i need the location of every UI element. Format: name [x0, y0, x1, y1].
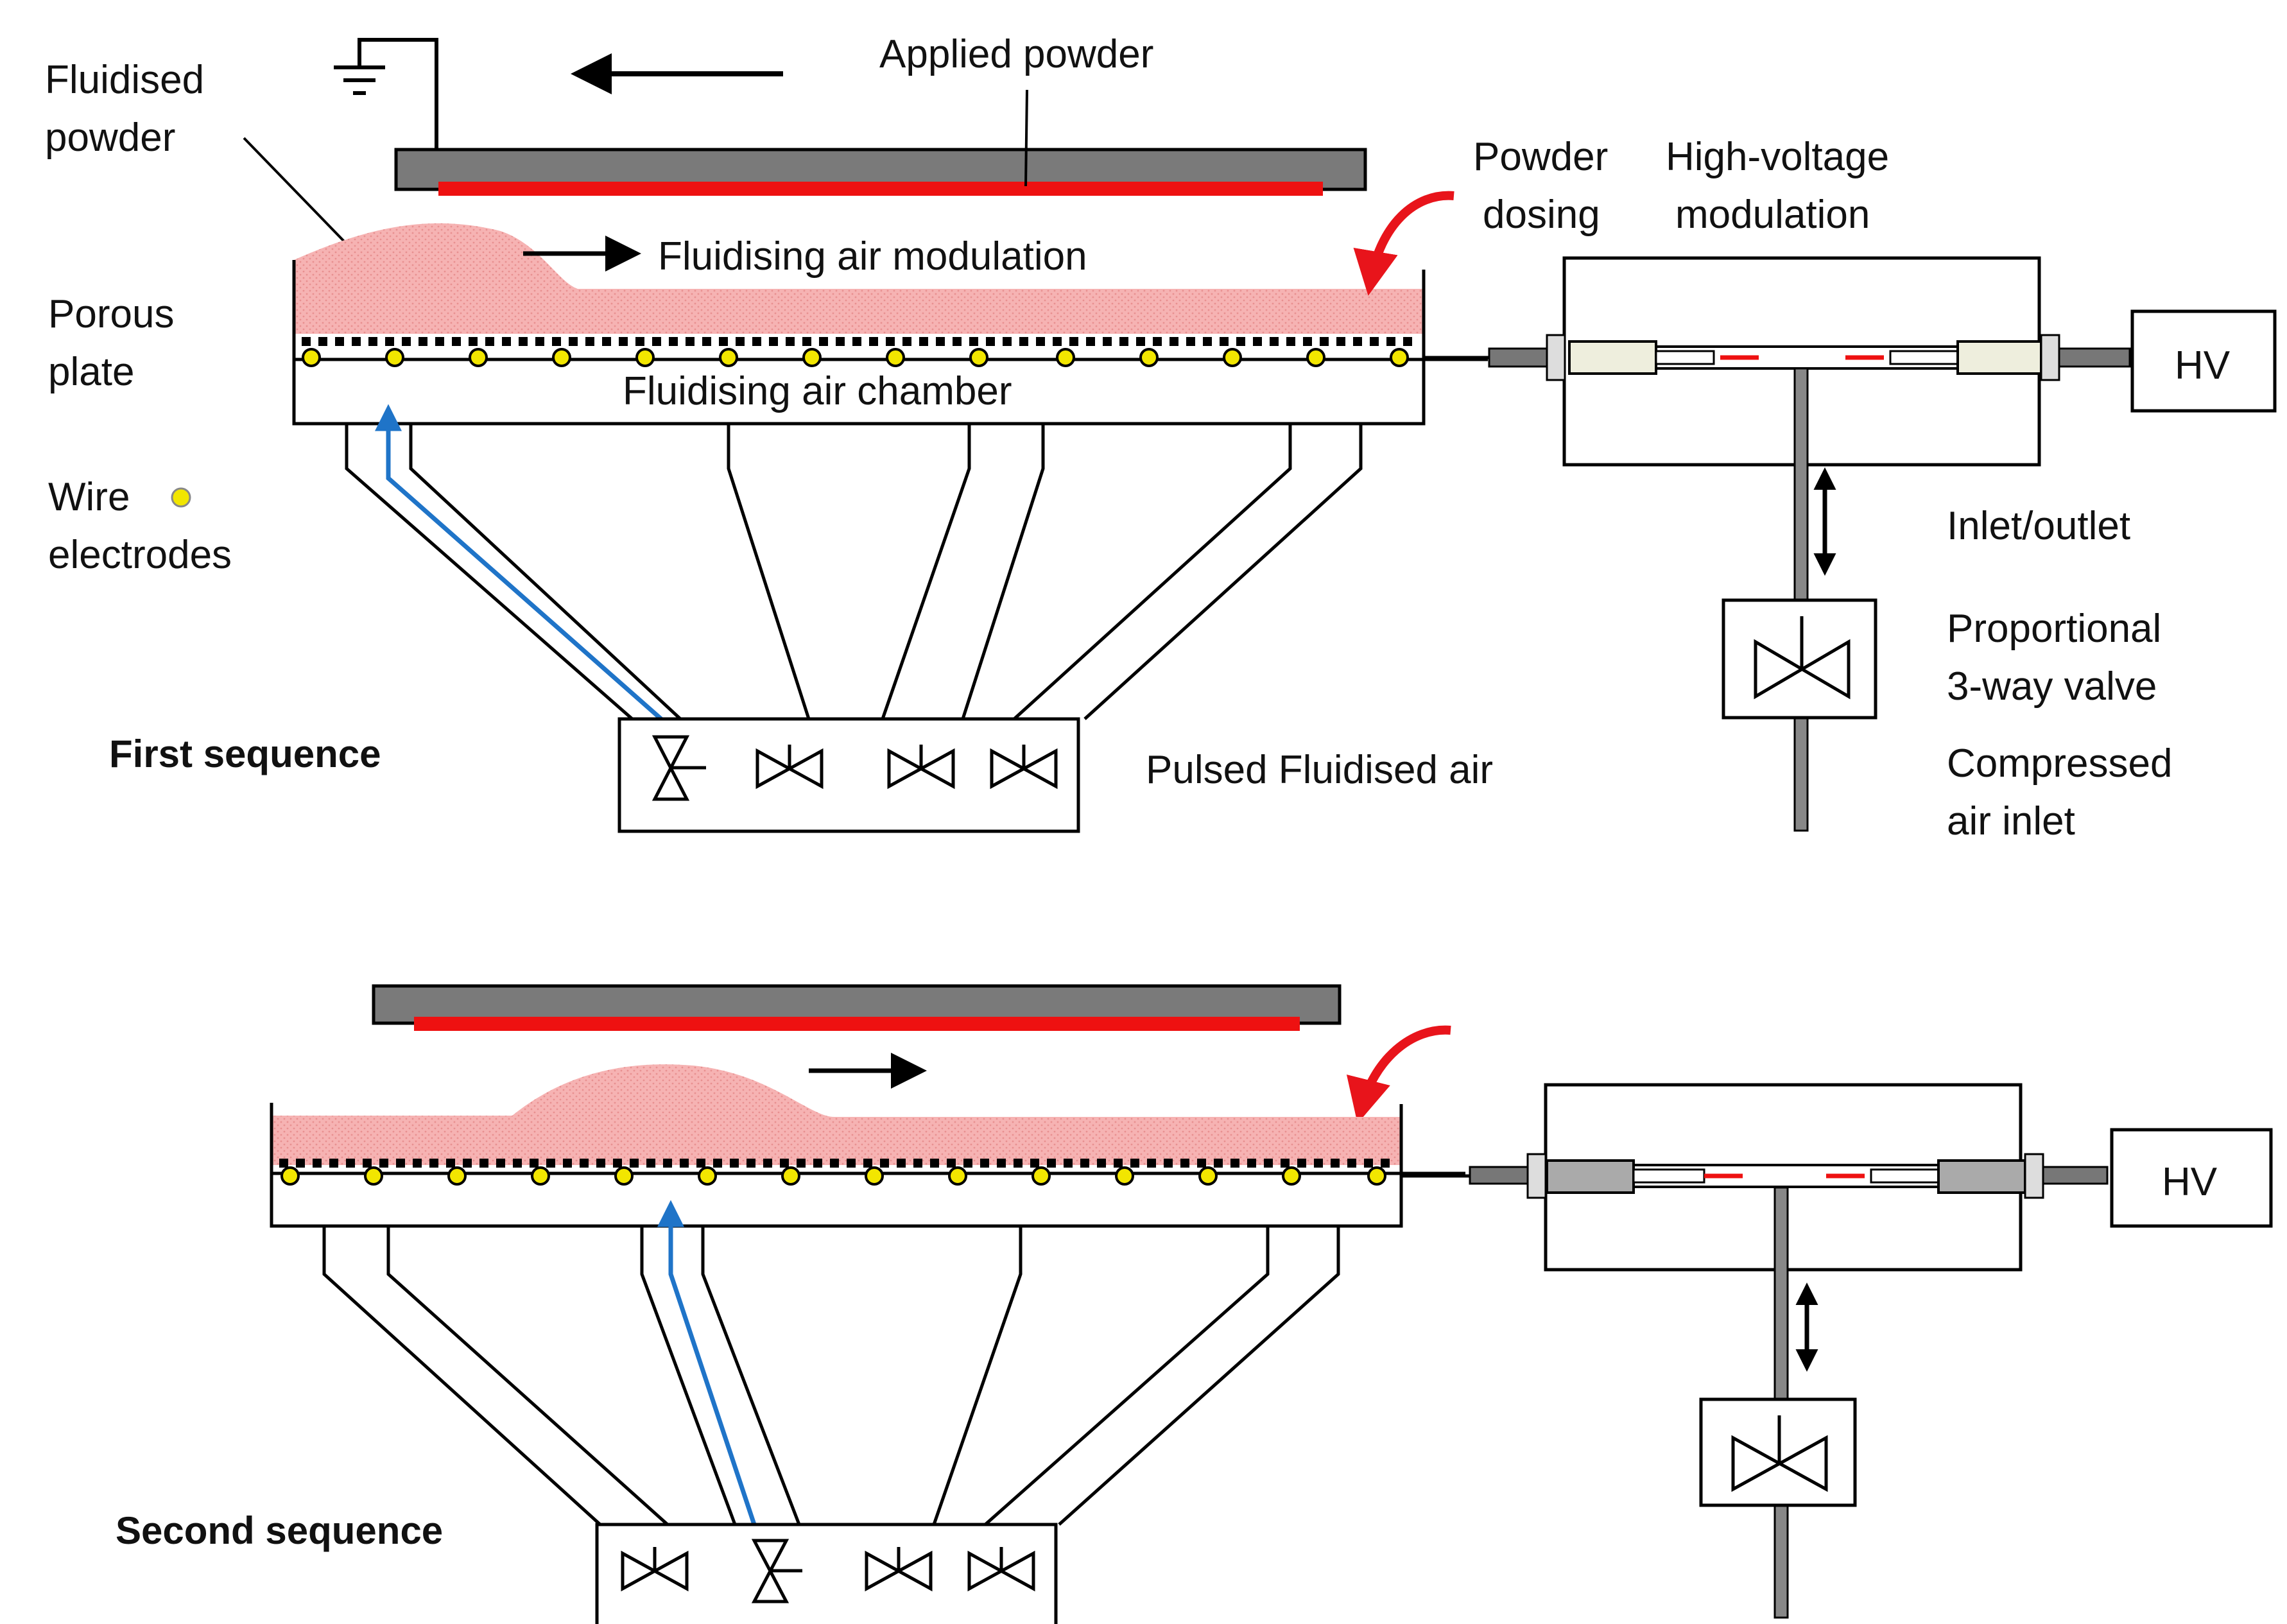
dosing-arrow-icon: [1353, 191, 1454, 296]
hv-box: [2130, 309, 2277, 413]
pulsed-fluidised-air-label: Pulsed Fluidised air: [1146, 748, 1493, 792]
valve-box: [617, 717, 1080, 833]
valve-box: [595, 1523, 1058, 1624]
first-sequence-group: [243, 38, 2277, 833]
applied-powder-coating: [438, 182, 1323, 196]
second-sequence-label: Second sequence: [116, 1509, 443, 1552]
valve-icon: [967, 1547, 1035, 1592]
valve-icon: [887, 745, 955, 790]
applied-powder-label: Applied powder: [879, 32, 1153, 76]
powder-bed: [294, 223, 1424, 334]
labels: Fluidised powder Applied powder Fluidisi…: [45, 32, 2231, 1552]
applied-powder-coating: [414, 1017, 1300, 1031]
valve-icon: [865, 1547, 933, 1592]
hv-label-top: HV: [2175, 343, 2231, 388]
air-manifold: [272, 1224, 1340, 1526]
wire-electrodes: [302, 348, 1409, 367]
valve-icon: [755, 745, 824, 790]
inlet-outlet-label: Inlet/outlet: [1947, 504, 2130, 548]
porous-plate-label: Porous: [48, 292, 174, 336]
valve-icon: [1731, 1415, 1828, 1492]
powder-dosing-label-2: dosing: [1483, 193, 1600, 237]
electrode-legend-icon: [171, 487, 191, 508]
wire-electrodes-label: Wire: [48, 475, 130, 519]
fluidised-powder-label-2: powder: [45, 116, 175, 160]
valve-icon: [990, 745, 1058, 790]
fluidising-air-modulation-label: Fluidising air modulation: [658, 234, 1087, 279]
proportional-valve-label-2: 3-way valve: [1947, 664, 2157, 709]
wire-electrodes-label-2: electrodes: [48, 533, 232, 577]
powder-bed: [272, 1064, 1401, 1165]
air-manifold: [294, 422, 1363, 720]
open-valve-icon: [751, 1539, 802, 1603]
high-voltage-label: High-voltage: [1666, 135, 1889, 179]
ground-icon: [334, 38, 438, 151]
powder-dosing-label: Powder: [1473, 135, 1608, 179]
hv-label-bottom: HV: [2162, 1160, 2218, 1204]
second-sequence-group: [270, 984, 2273, 1624]
compressed-air-label-2: air inlet: [1947, 799, 2075, 843]
first-sequence-label: First sequence: [109, 732, 381, 775]
compressed-air-label: Compressed: [1947, 741, 2172, 786]
porous-plate-label-2: plate: [48, 350, 134, 394]
fluidised-powder-label: Fluidised: [45, 58, 204, 102]
open-valve-icon: [652, 735, 706, 801]
proportional-valve-label: Proportional: [1947, 607, 2161, 651]
air-flow-arrow-icon: [657, 1200, 757, 1526]
air-flow-arrow-icon: [375, 404, 663, 721]
proportional-valve-box: [1722, 598, 1877, 720]
dosing-arrow-icon: [1346, 1025, 1451, 1124]
high-voltage-label-2: modulation: [1675, 193, 1870, 237]
valve-icon: [621, 1547, 689, 1592]
hv-box: [2110, 1128, 2273, 1228]
fluidising-air-chamber-label: Fluidising air chamber: [623, 369, 1012, 413]
wire-electrodes: [280, 1166, 1386, 1186]
valve-icon: [1754, 616, 1851, 700]
